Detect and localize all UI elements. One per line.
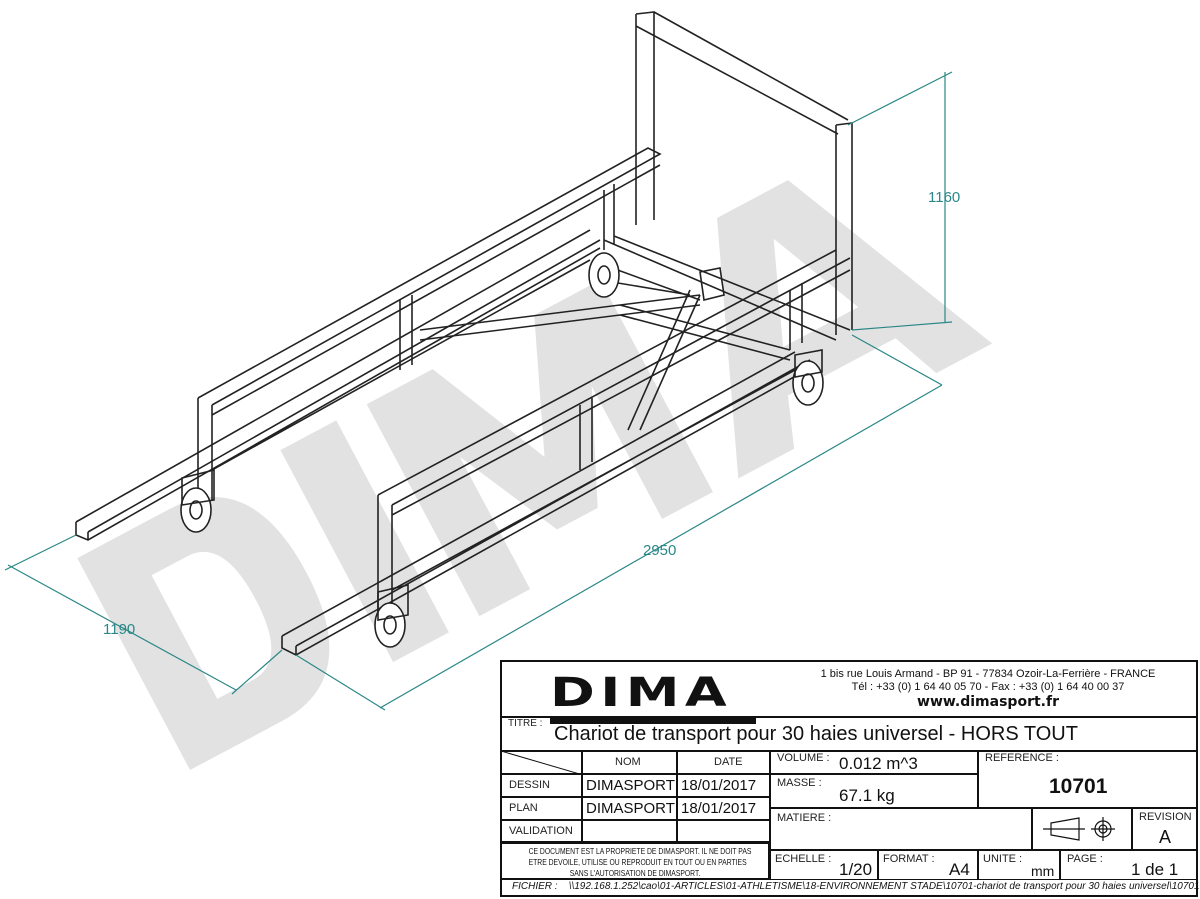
wheel-front-right [374,583,409,648]
col-nom: NOM [582,750,677,774]
header-corner [500,750,584,776]
format-value: A4 [949,860,970,879]
watermark-letter-d [77,496,330,770]
legal-notice: CE DOCUMENT EST LA PROPRIETE DE DIMASPOR… [500,842,770,880]
wheel-back-right [792,349,824,406]
unite-cell: UNITE : mm [978,850,1060,880]
legal-line: SANS L'AUTORISATION DE DIMASPORT. [569,868,701,878]
dimension-height: 1160 [928,189,960,206]
watermark-letter-m [366,280,713,617]
wheel-back-left [588,252,620,298]
title-row: TITRE : Chariot de transport pour 30 hai… [500,716,1198,752]
volume-cell: VOLUME : 0.012 m^3 [770,750,978,774]
phone-fax: Tél : +33 (0) 1 64 40 05 70 - Fax : +33 … [851,681,1125,693]
row-dessin-label: DESSIN [500,774,582,797]
revision-value: A [1159,827,1172,847]
row-validation-nom [582,820,677,842]
echelle-value: 1/20 [839,860,873,879]
legal-line: CE DOCUMENT EST LA PROPRIETE DE DIMASPOR… [528,846,752,856]
dimension-length: 2950 [643,542,676,559]
cart-frame [75,11,853,656]
echelle-cell: ECHELLE : 1/20 [770,850,878,880]
watermark-letter-i [280,420,449,663]
titre-label: TITRE : [508,718,543,729]
matiere-cell: MATIERE : [770,808,1032,850]
website: www.dimasport.fr [917,694,1059,710]
logo-underline [550,718,756,724]
page-cell: PAGE : 1 de 1 [1060,850,1198,880]
masse-cell: MASSE : 67.1 kg [770,774,978,808]
watermark-letter-a [717,180,993,479]
title-block: DIMA 1 bis rue Louis Armand - BP 91 - 77… [500,660,1200,897]
revision-cell: REVISION A [1132,808,1198,850]
volume-value: 0.012 m^3 [839,754,918,773]
fichier-value: \\192.168.1.252\cao\01-ARTICLES\01-ATHLE… [568,881,1200,892]
format-cell: FORMAT : A4 [878,850,978,880]
projection-symbol [1032,808,1132,850]
dima-logo: DIMA [550,670,733,716]
dimension-lines [4,71,953,711]
row-dessin-nom: DIMASPORT [582,774,677,797]
row-plan-label: PLAN [500,797,582,820]
reference-cell: REFERENCE : 10701 [978,750,1198,808]
reference-value: 10701 [1049,775,1108,798]
wheel-front-left [180,468,215,533]
wheels [180,252,824,648]
address: 1 bis rue Louis Armand - BP 91 - 77834 O… [820,668,1156,680]
row-dessin-date: 18/01/2017 [677,774,770,797]
fichier-label: FICHIER : [512,881,558,892]
row-validation-label: VALIDATION [500,820,582,842]
legal-line: ETRE DEVOILE, UTILISE OU REPRODUIT EN TO… [528,857,747,867]
first-angle-projection-icon [1043,817,1115,841]
dimension-width: 1190 [103,621,135,638]
company-address: 1 bis rue Louis Armand - BP 91 - 77834 O… [782,668,1194,710]
row-plan-nom: DIMASPORT [582,797,677,820]
unite-value: mm [1031,863,1055,879]
row-plan-date: 18/01/2017 [677,797,770,820]
page-value: 1 de 1 [1131,860,1179,879]
row-validation-date [677,820,770,842]
drawing-title: Chariot de transport pour 30 haies unive… [554,723,1078,745]
col-date: DATE [677,750,770,774]
masse-value: 67.1 kg [839,786,895,805]
file-path: FICHIER : \\192.168.1.252\cao\01-ARTICLE… [512,881,1200,892]
